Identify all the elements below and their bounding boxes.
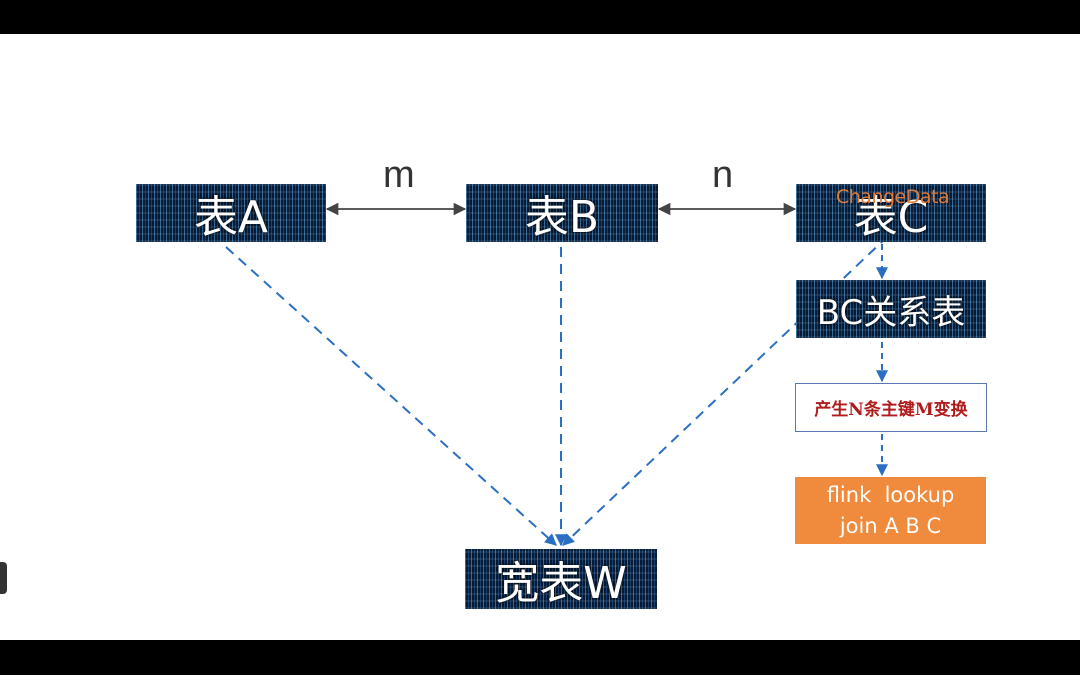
left-edge-handle — [0, 562, 7, 594]
table-c-node: 表C — [796, 184, 986, 243]
key-transform-label: 产生N条主键M变换 — [814, 400, 968, 420]
relation-label-n: n — [712, 154, 734, 196]
top-letterbox-bar — [0, 0, 1080, 34]
relation-label-m: m — [383, 154, 415, 196]
table-a-label: 表A — [193, 192, 269, 243]
table-b-node: 表B — [466, 184, 658, 243]
bc-relation-node: BC关系表 — [796, 280, 986, 338]
table-b-label: 表B — [524, 192, 600, 243]
join-line-1: flink lookup — [826, 482, 955, 507]
wide-table-label: 宽表W — [495, 558, 627, 609]
key-transform-step: 产生N条主键M变换 — [795, 383, 987, 432]
change-data-annotation: ChangeData — [836, 186, 950, 208]
bc-relation-label: BC关系表 — [816, 292, 966, 333]
wide-table-node: 宽表W — [465, 549, 657, 609]
join-line-2: join A B C — [839, 513, 942, 538]
flow-a-to-w — [225, 246, 557, 546]
table-c-label: 表C — [853, 192, 929, 243]
bottom-letterbox-bar — [0, 640, 1080, 675]
flink-lookup-join-step: flink lookup join A B C — [795, 477, 986, 544]
table-a-node: 表A — [136, 184, 326, 243]
